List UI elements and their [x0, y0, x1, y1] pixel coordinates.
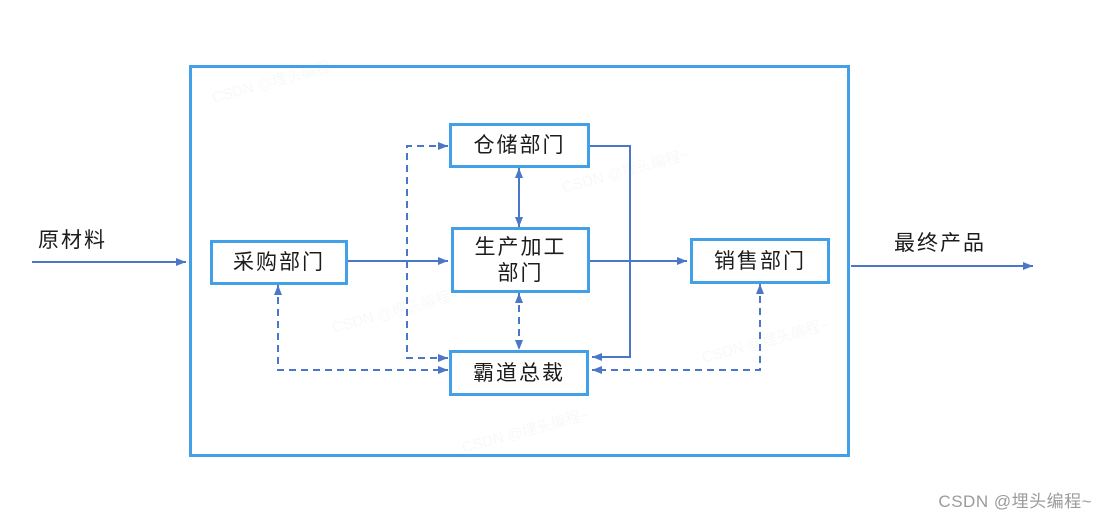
connector-purchasing-ceo-dashed — [274, 285, 448, 374]
connector-ceo-warehouse-dashed — [406, 142, 448, 362]
node-label: 销售部门 — [714, 248, 806, 273]
node-label-line1: 生产加工 — [474, 234, 567, 259]
node-label: 仓储部门 — [473, 133, 566, 158]
final-product-label: 最终产品 — [894, 231, 986, 255]
node-sales-department: 销售部门 — [690, 238, 830, 284]
node-ceo: 霸道总裁 — [449, 350, 589, 396]
node-label: 采购部门 — [233, 250, 325, 275]
node-production-department: 生产加工 部门 — [451, 227, 590, 293]
connector-warehouse-to-ceo — [590, 145, 631, 361]
node-purchasing-department: 采购部门 — [210, 240, 348, 285]
node-label-line2: 部门 — [497, 261, 544, 285]
node-warehouse-department: 仓储部门 — [449, 123, 590, 168]
connector-sales-ceo-dashed — [592, 284, 764, 374]
raw-materials-label: 原材料 — [38, 228, 107, 252]
node-label: 霸道总裁 — [473, 360, 565, 385]
csdn-watermark: CSDN @埋头编程~ — [938, 492, 1092, 511]
system-boundary-box — [189, 65, 850, 457]
